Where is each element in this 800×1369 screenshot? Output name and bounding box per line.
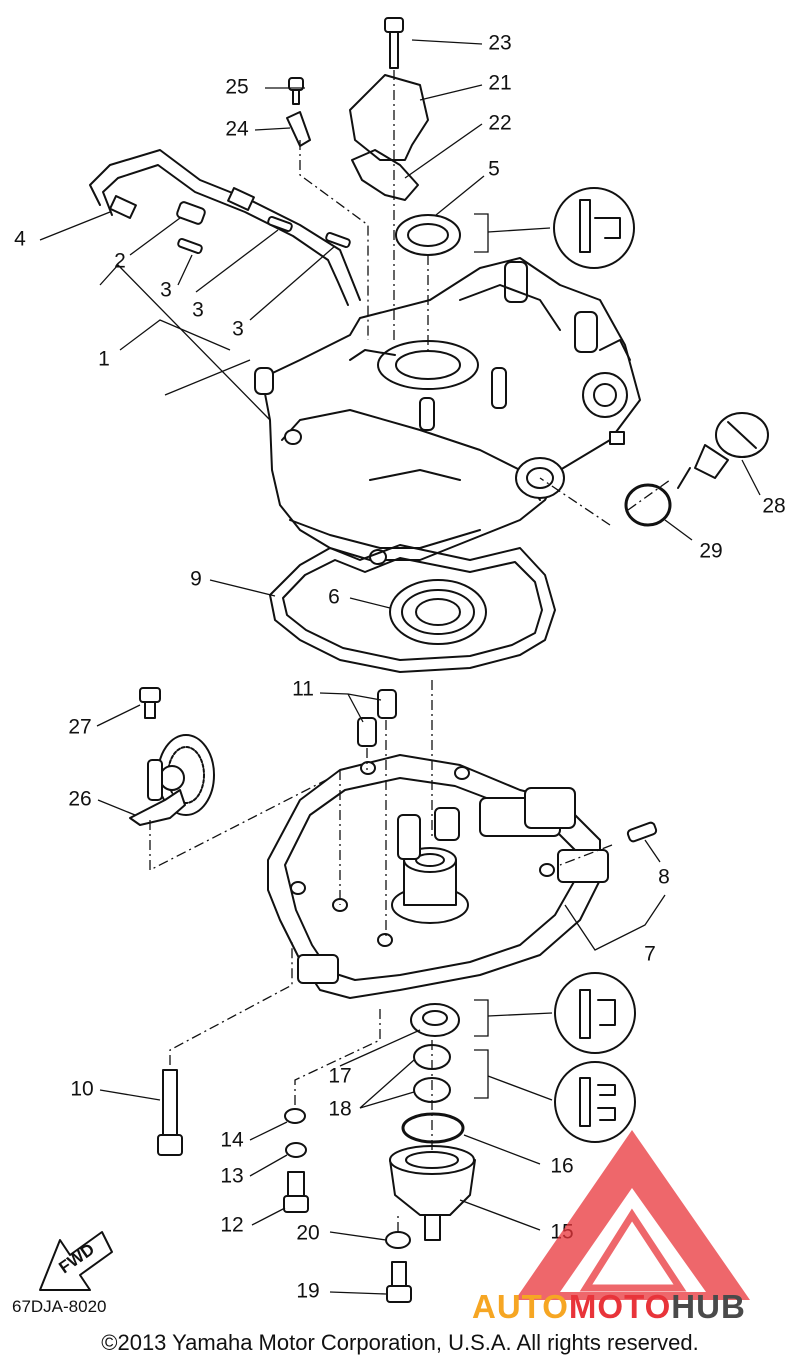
cover-21-drawing: [349, 74, 429, 201]
detail-inset-18: [554, 1061, 636, 1143]
callout-p3c: 3: [232, 318, 244, 341]
callout-p17: 17: [328, 1065, 351, 1088]
detail-inset-5: [553, 187, 635, 269]
callout-p23: 23: [488, 32, 511, 55]
oil-seal-5-drawing: [395, 214, 461, 256]
callout-p9: 9: [190, 568, 202, 591]
fwd-arrow: FWD: [39, 1231, 113, 1291]
callout-p4: 4: [14, 228, 26, 251]
callout-layer: 1233345678910111213141516171819202122232…: [14, 32, 786, 1303]
washer-14-drawing: [284, 1108, 306, 1124]
bracket-24-drawing: [286, 111, 311, 147]
gear-bracket-26-drawing: [129, 734, 215, 826]
callout-p19: 19: [296, 1280, 319, 1303]
washer-20-drawing: [385, 1231, 411, 1249]
watermark-logo: AUTOMOTOHUB: [472, 1130, 750, 1325]
callout-p27: 27: [68, 716, 91, 739]
lower-casing-drawing: [267, 754, 609, 999]
callout-p22: 22: [488, 112, 511, 135]
assembly-dash-lines: [149, 70, 671, 1232]
callout-p25: 25: [225, 76, 248, 99]
upper-casing-drawing: [254, 257, 641, 565]
o-ring-29-drawing: [624, 483, 672, 527]
bearing-17-drawing: [410, 1003, 460, 1037]
housing-15-drawing: [389, 1145, 476, 1241]
callout-p28: 28: [762, 495, 785, 518]
drawing-code: 67DJA-8020: [12, 1297, 107, 1316]
washer-13-drawing: [285, 1142, 307, 1158]
callout-p12: 12: [220, 1214, 243, 1237]
callout-p10: 10: [70, 1078, 93, 1101]
callout-p14: 14: [220, 1129, 244, 1152]
drain-plug-28-drawing: [677, 412, 769, 489]
leader-lines: [39, 39, 761, 1295]
bolt-23-drawing: [384, 17, 404, 69]
callout-p20: 20: [296, 1222, 319, 1245]
detail-inset-17: [554, 972, 636, 1054]
dowel-pin-2-drawing: [176, 201, 206, 225]
o-ring-16-drawing: [401, 1112, 465, 1144]
callout-p29: 29: [699, 540, 722, 563]
gasket-drawing: [269, 544, 556, 673]
svg-text:AUTOMOTOHUB: AUTOMOTOHUB: [472, 1288, 746, 1325]
dowel-11a-drawing: [377, 689, 397, 719]
callout-p6: 6: [328, 586, 340, 609]
screw-12-drawing: [283, 1171, 309, 1213]
watermark-word-hub: HUB: [671, 1288, 746, 1325]
callout-p26: 26: [68, 788, 91, 811]
callout-p7: 7: [644, 943, 656, 966]
callout-p1: 1: [98, 348, 110, 371]
hose-4-drawing: [89, 149, 361, 301]
screw-25-drawing: [288, 77, 304, 105]
watermark-word-moto: MOTO: [569, 1288, 671, 1325]
dowel-11b-drawing: [357, 717, 377, 747]
callout-p8: 8: [658, 866, 670, 889]
callout-p24: 24: [225, 118, 249, 141]
watermark-word-auto: AUTO: [472, 1288, 569, 1325]
callout-p11: 11: [292, 678, 314, 701]
callout-p21: 21: [488, 72, 511, 95]
bolt-27-drawing: [139, 687, 161, 719]
callout-p18: 18: [328, 1098, 351, 1121]
bolt-8-drawing: [626, 821, 658, 843]
callout-p3a: 3: [160, 279, 172, 302]
callout-p13: 13: [220, 1165, 243, 1188]
copyright-notice: ©2013 Yamaha Motor Corporation, U.S.A. A…: [101, 1330, 698, 1355]
screw-19-drawing: [386, 1261, 412, 1303]
callout-p2: 2: [114, 250, 126, 273]
callout-p16: 16: [550, 1155, 573, 1178]
callout-p5: 5: [488, 158, 500, 181]
bearing-6-drawing: [389, 579, 487, 645]
callout-p3b: 3: [192, 299, 204, 322]
bolt-10-drawing: [157, 1069, 183, 1156]
